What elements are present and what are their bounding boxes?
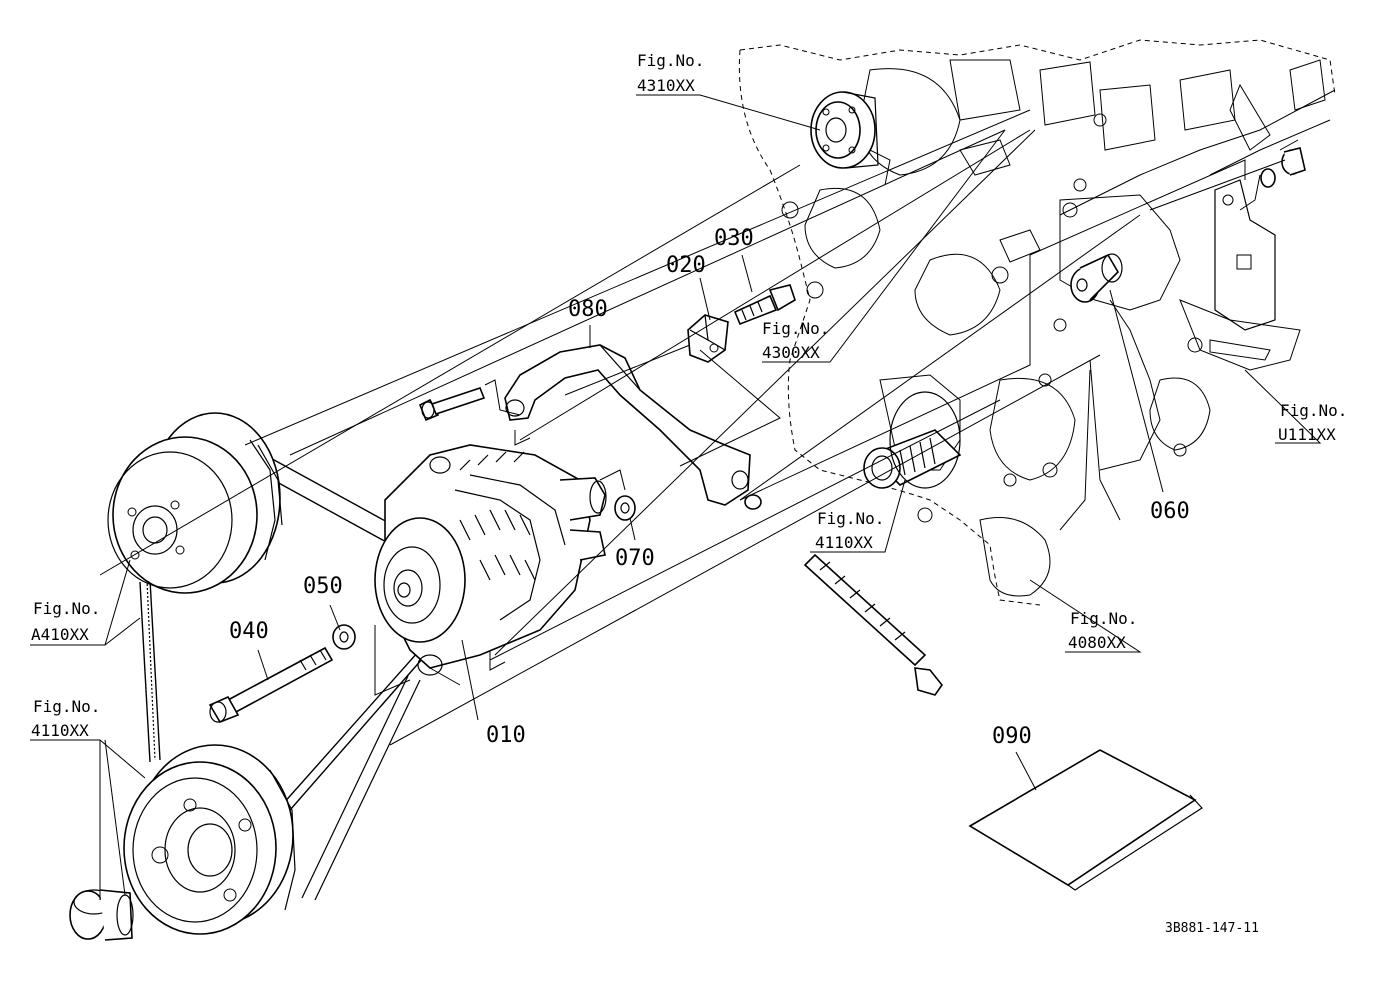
fig-ref-label: Fig.No. [637, 51, 704, 70]
fig-ref-label: Fig.No. [1070, 609, 1137, 628]
bolt-040 [208, 646, 334, 723]
fig-ref-code: 4300XX [762, 343, 820, 362]
mounting-plate [1214, 179, 1276, 331]
fan-drive-pulley [107, 412, 283, 594]
fig-ref-label: Fig.No. [817, 509, 884, 528]
fig-ref-4300: Fig.No. 4300XX [762, 319, 829, 362]
fig-ref-label: Fig.No. [1280, 401, 1347, 420]
instruction-sheet [968, 749, 1203, 891]
adjusting-bracket [504, 344, 751, 506]
fig-ref-code: 4110XX [815, 533, 873, 552]
fig-ref-u111: Fig.No. U111XX [1278, 401, 1347, 444]
callout-040: 040 [229, 619, 269, 644]
nut-washer-upper-right [1260, 147, 1306, 188]
document-id: 3B881-147-11 [1165, 921, 1259, 936]
fig-ref-label: Fig.No. [33, 697, 100, 716]
fig-ref-code: 4080XX [1068, 633, 1126, 652]
long-bolt [744, 494, 943, 696]
assembly-lines [30, 94, 1322, 900]
callout-030: 030 [714, 226, 754, 251]
fig-ref-label: Fig.No. [762, 319, 829, 338]
fig-ref-4080: Fig.No. 4080XX [1068, 609, 1137, 652]
washer-050 [332, 624, 356, 650]
adjusting-block [687, 314, 729, 363]
fig-ref-code: A410XX [31, 625, 89, 644]
fig-ref-code: U111XX [1278, 425, 1336, 444]
fig-ref-a410: Fig.No. A410XX [31, 599, 100, 644]
nut-070 [614, 495, 636, 521]
bolt-small [418, 387, 486, 422]
bolt-030 [733, 284, 796, 326]
splined-shaft [863, 391, 962, 489]
spacer-060 [1070, 253, 1123, 303]
callout-050: 050 [303, 574, 343, 599]
callout-010: 010 [486, 723, 526, 748]
fig-ref-code: 4310XX [637, 76, 695, 95]
fig-ref-code: 4110XX [31, 721, 89, 740]
fig-ref-4110-lower: Fig.No. 4110XX [31, 697, 100, 740]
callout-060: 060 [1150, 499, 1190, 524]
callout-070: 070 [615, 546, 655, 571]
callout-090: 090 [992, 724, 1032, 749]
callout-080: 080 [568, 297, 608, 322]
crank-bolt [69, 889, 134, 941]
fig-ref-label: Fig.No. [33, 599, 100, 618]
crankshaft-pulley [123, 744, 296, 935]
callout-020: 020 [666, 253, 706, 278]
alternator [374, 444, 607, 676]
fig-ref-4110-upper: Fig.No. 4110XX [815, 509, 884, 552]
fig-ref-4310: Fig.No. 4310XX [637, 51, 704, 95]
water-pump-pulley [810, 91, 879, 169]
